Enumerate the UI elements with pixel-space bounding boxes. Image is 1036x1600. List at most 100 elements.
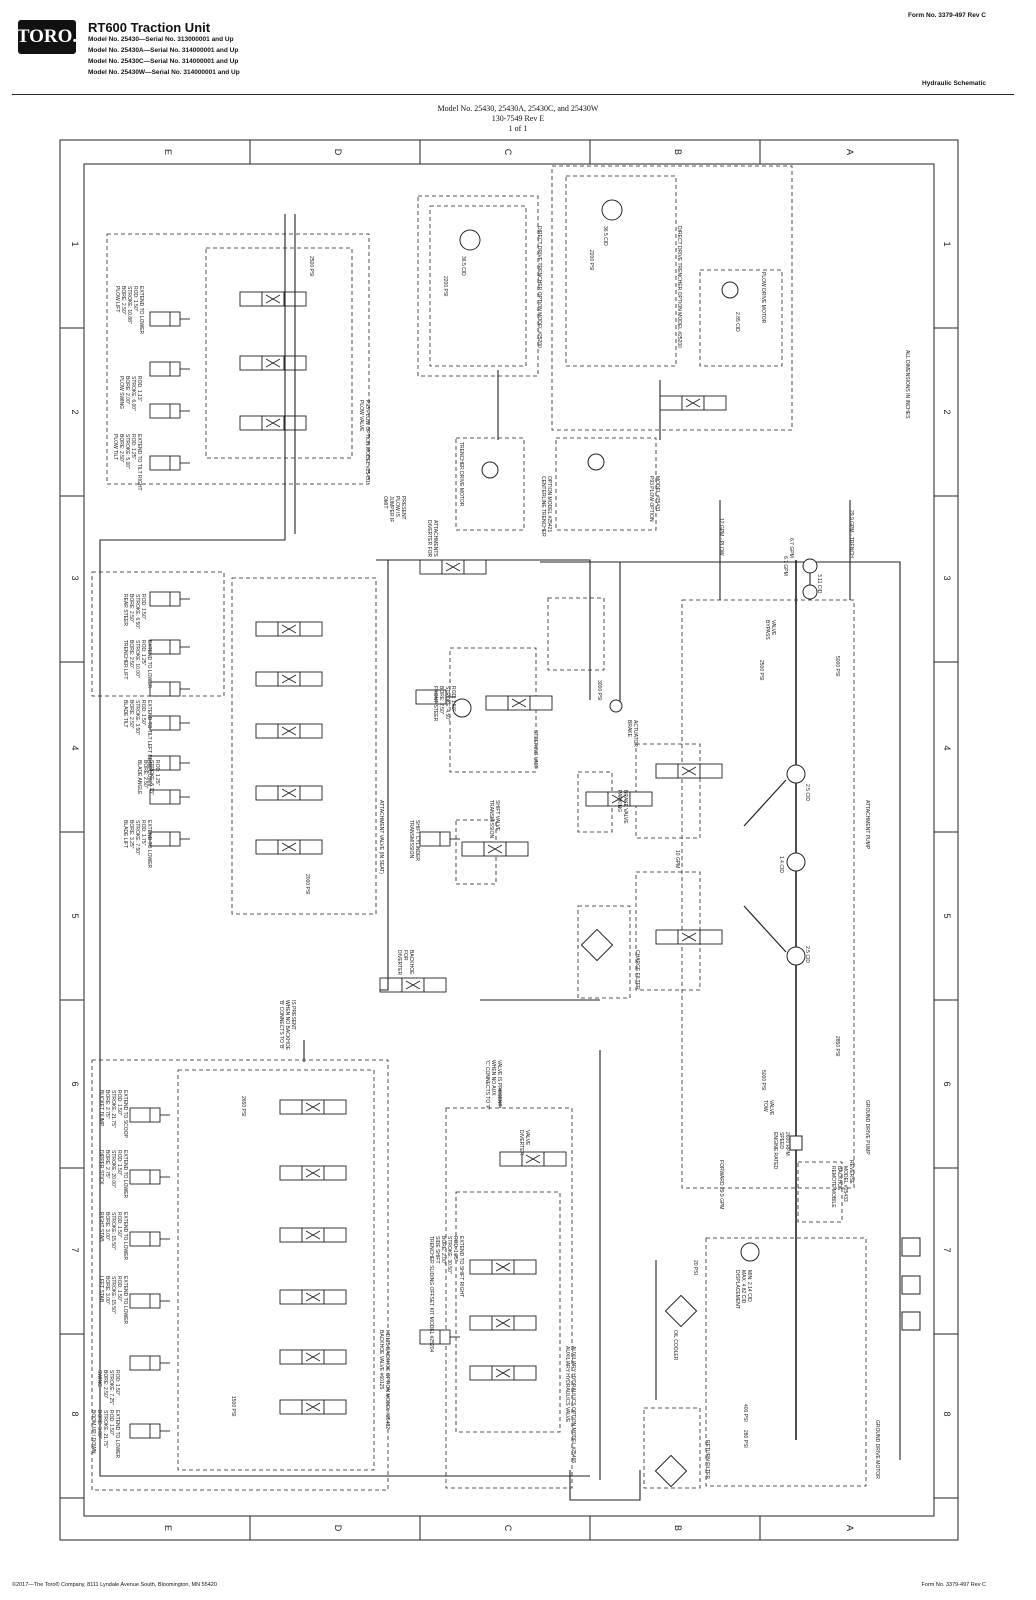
inner-border [83, 163, 935, 1517]
cid-25-label: 2.5 CID [804, 784, 810, 801]
spool-valve-3-a [255, 621, 279, 637]
cid-311-label: 3.11 CID [816, 574, 822, 594]
return-filter-symbol [654, 1454, 688, 1488]
model-line-2: Model No. 25430A—Serial No. 314000001 an… [88, 47, 239, 54]
trencher-lift-label: TRENCHER LIFTBORE: 2.50"STROKE: 10.00"RO… [122, 640, 152, 689]
reverse-label: REVERSE [848, 1160, 854, 1185]
cylinder-0 [149, 311, 181, 327]
plow-option-box [106, 233, 370, 485]
spool-valve-20-c [513, 1315, 537, 1331]
document-title: RT600 Traction Unit [88, 20, 211, 35]
direct-trencher-motor-symbol [459, 229, 481, 251]
cid-14-label: 1.4 CID [778, 856, 784, 873]
flow-10-label: 10 GPM [674, 850, 680, 868]
spool-valve-13-c [323, 1099, 347, 1115]
toro-logo: TORO. [17, 20, 77, 54]
brake-actuator-label: BRAKEACTUATOR [626, 720, 638, 747]
trencher-drive-label: TRENCHER DRIVE MOTOR [458, 442, 464, 507]
spool-arrow-9 [681, 932, 697, 942]
psi-280-label: 280 PSI [742, 1430, 748, 1448]
steering-unit-label: STEERING UNIT [532, 730, 538, 769]
grid-column-a-bottom: A [845, 1525, 855, 1531]
front-steer-label: FRONT STEERBORE: 2.50"STROKE: 4.50"ROD: … [432, 686, 456, 722]
plow-valve-box [205, 247, 353, 459]
spool-arrow-12 [487, 844, 503, 854]
spool-valve-22-c [703, 395, 727, 411]
spool-arrow-11 [611, 794, 627, 804]
charge-pump-symbol [786, 852, 806, 872]
attachment-pump-control-box [635, 743, 701, 839]
return-filter-label: RETURN FILTER [704, 1440, 710, 1479]
return-filter-box [643, 1407, 701, 1489]
psi-3000-label: 3000 PSI [596, 680, 602, 701]
grid-column-c-top: C [503, 149, 513, 156]
psi-2200-label: 2200 PSI [442, 276, 448, 297]
transmission-cylinder-label: TRANSMISSIONSHIFT CYLINDER [408, 820, 420, 861]
psi-2000-label: 2000 PSI [304, 874, 310, 895]
spool-arrow-3 [281, 624, 297, 634]
spool-valve-5-a [255, 723, 279, 739]
connects-b-note: 'B' CONNECTS TO 'B'WHEN NO BACKHOEIS PRE… [278, 1000, 296, 1051]
drawing-number: 130-7549 Rev E [491, 114, 545, 123]
psi-1500-label: 1500 PSI [230, 1396, 236, 1417]
remote-backhoe-label: REMOTE MOBILEBACKHOEMODEL #25433 [830, 1166, 848, 1208]
spool-arrow-10 [511, 698, 527, 708]
grid-row-1-left: 1 [70, 241, 80, 246]
swing-label: SWINGBORE: 2.50"STROKE: 7.25"ROD: 1.50" [96, 1370, 120, 1405]
disp-motor-label: DISPLACEMENTMAX: 4.82 CIDMIN: 2.14 CID [734, 1270, 752, 1309]
backhoe-valve-label: BACKHOE VALVE #60125HD125 BACKHOE OPTION… [378, 1330, 390, 1429]
spool-arrow-25 [525, 1154, 541, 1164]
direct-trencher-label: DIRECT DRIVE TRENCHER OPTION MODEL #2520… [536, 226, 542, 348]
spool-valve-13-a [279, 1099, 303, 1115]
spool-arrow-15 [305, 1230, 321, 1240]
attachment-pump-label: ATTACHMENT PUMP [864, 800, 870, 850]
direct-trencher-label-2: DIRECT DRIVE TRENCHER OPTION MODEL #2520… [676, 226, 682, 348]
spool-valve-8-a [655, 763, 679, 779]
cylinder-19 [419, 831, 451, 847]
grid-column-b-top: B [673, 149, 683, 155]
dipper-stick-label: DIPPER STICKBORE: 2.75"STROKE: 20.00"ROD… [98, 1150, 128, 1199]
forward-gpm-label: FORWARD 29.9 GPM [718, 1160, 724, 1209]
return-manifold [569, 1470, 641, 1501]
spool-valve-17-c [323, 1349, 347, 1365]
plow-gpm-label: 12 GPM - PLOW [718, 518, 724, 556]
attachment-pump-symbol [786, 764, 806, 784]
spool-arrow-4 [281, 674, 297, 684]
cylinder-7 [149, 715, 181, 731]
backhoe-option-box [91, 1059, 389, 1491]
side-shift-label: TRENCHER SLIDING OFFSET KIT MODEL #25204… [428, 1236, 464, 1353]
plow-drive-motor-box [699, 269, 783, 367]
spool-valve-25-c [543, 1151, 567, 1167]
attachment-valve-box [231, 577, 377, 915]
grid-row-5-right: 5 [942, 913, 952, 918]
grid-row-3-right: 3 [942, 575, 952, 580]
spool-valve-20-a [469, 1315, 493, 1331]
outer-border [59, 139, 959, 1541]
cylinder-17 [419, 1329, 451, 1345]
grid-row-5-left: 5 [70, 913, 80, 918]
main-line-1 [99, 214, 590, 1477]
spool-arrow-2 [265, 418, 281, 428]
spool-arrow-13 [305, 1102, 321, 1112]
spool-valve-14-a [279, 1165, 303, 1181]
aux-valve-label: AUXILIARY HYDRAULICS VALVEAUXILIARY HYDR… [564, 1346, 576, 1463]
boom-label: BOOM UP / DOWNBORE: 3.00"STROKE: 21.75"R… [90, 1410, 120, 1459]
plow-valve-label: PLOW VALVEP93 PLOW OPTION MODEL #25431 [358, 400, 370, 483]
transmission-shift-label: TRANSMISSIONSHIFT VALVE [488, 800, 500, 838]
spool-valve-23-c [463, 559, 487, 575]
spool-valve-14-c [323, 1165, 347, 1181]
charge-filter-symbol [580, 928, 614, 962]
attachment-valve-label: ATTACHMENT VALVE (IN SEAT) [378, 800, 384, 874]
bypass-valve-label: BYPASSVALVE [764, 620, 776, 640]
spool-valve-5-c [299, 723, 323, 739]
spool-valve-2-a [239, 415, 263, 431]
spool-valve-15-c [323, 1227, 347, 1243]
ground-pump-swashplate [743, 905, 787, 953]
tank-symbol-1 [901, 1237, 921, 1257]
spool-valve-9-a [655, 929, 679, 945]
trench-gpm2-label: 6.7 GPM [782, 556, 788, 576]
cylinder-3 [149, 455, 181, 471]
form-number: Form No. 3379-497 Rev C [907, 12, 986, 19]
spool-arrow-6 [281, 788, 297, 798]
